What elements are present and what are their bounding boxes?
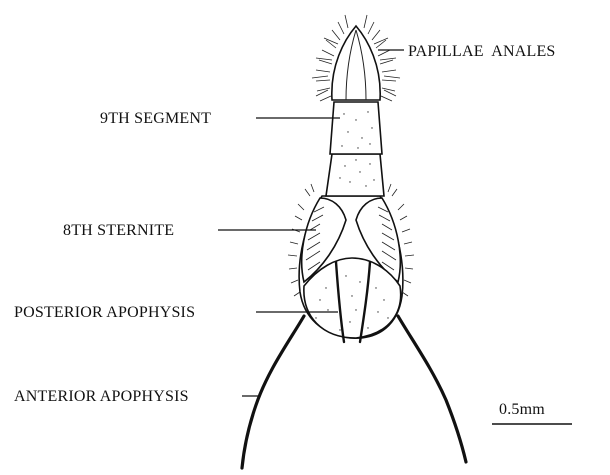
label-ninth-segment: 9TH SEGMENT bbox=[100, 110, 211, 127]
papillae-anales bbox=[332, 26, 380, 100]
scale-bar: 0.5mm bbox=[492, 401, 572, 424]
label-anterior-apophysis: ANTERIOR APOPHYSIS bbox=[14, 388, 189, 405]
scale-bar-label: 0.5mm bbox=[499, 401, 545, 418]
tube-segment-lower bbox=[326, 154, 384, 196]
ninth-segment bbox=[330, 102, 382, 154]
label-papillae-anales: PAPILLAE ANALES bbox=[408, 43, 556, 60]
label-eighth-sternite: 8TH STERNITE bbox=[63, 222, 174, 239]
eighth-segment-body bbox=[299, 196, 403, 338]
label-posterior-apophysis: POSTERIOR APOPHYSIS bbox=[14, 304, 195, 321]
